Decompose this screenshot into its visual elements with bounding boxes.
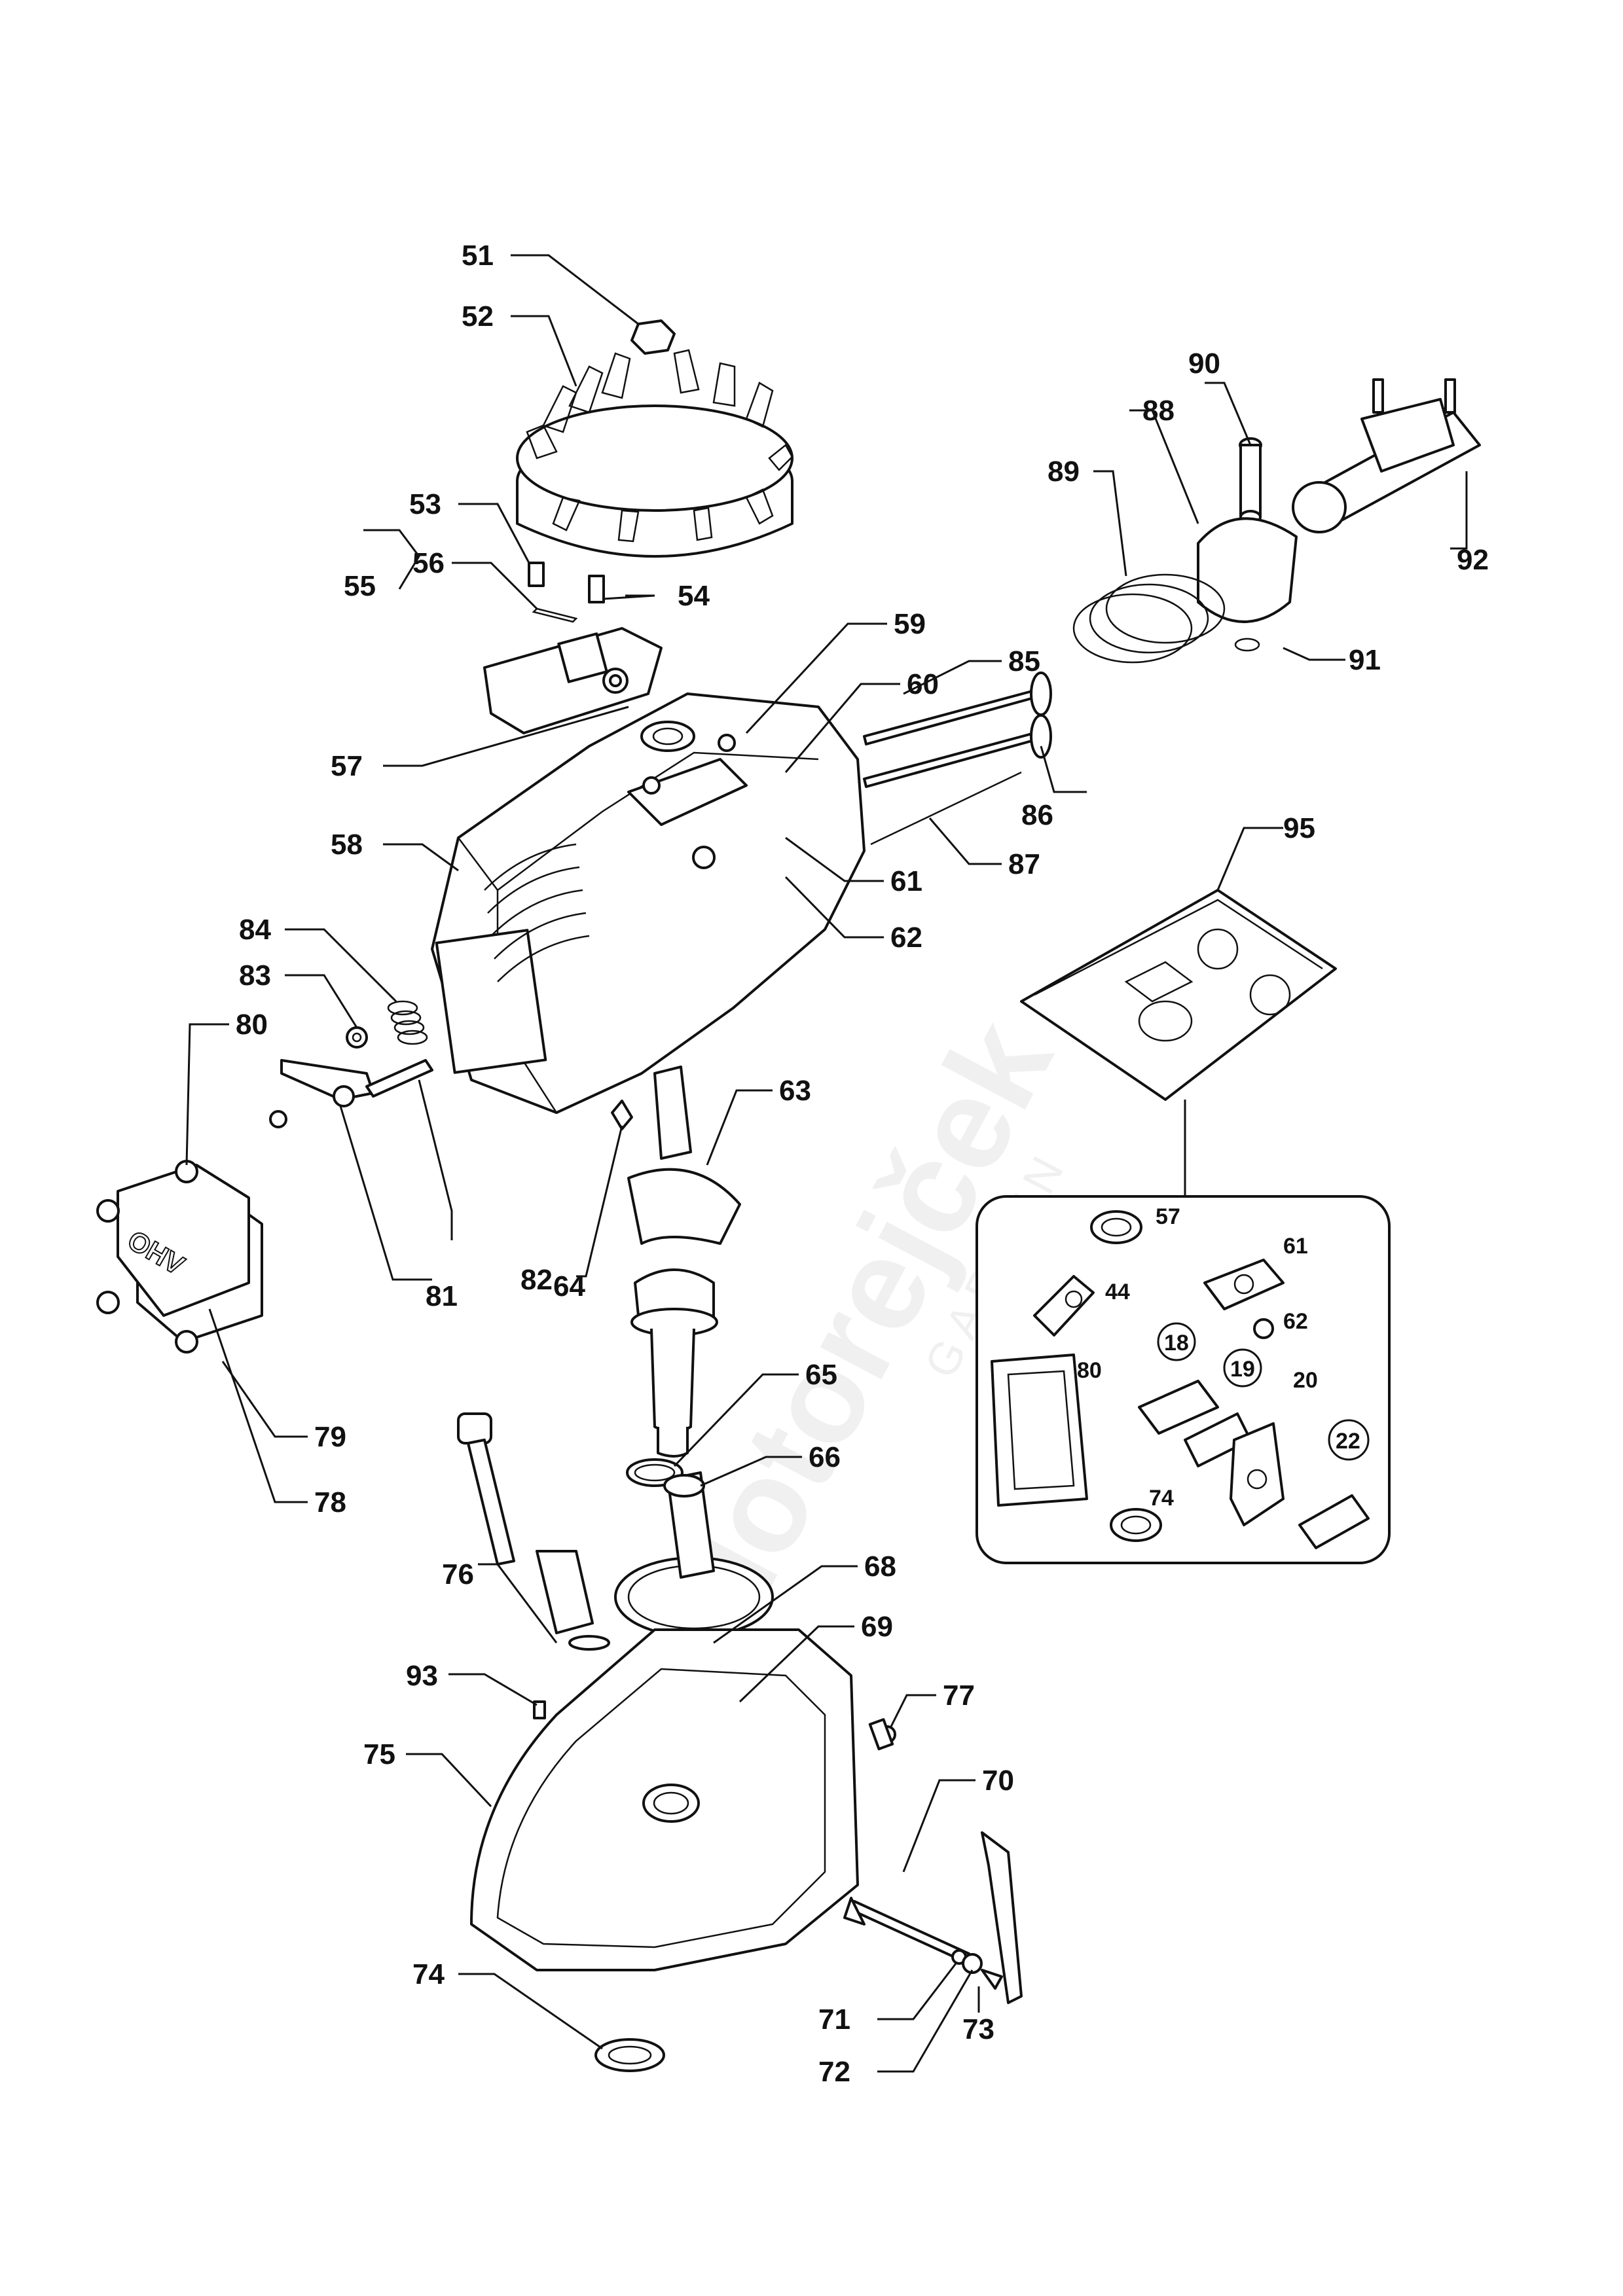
callout-78: 78 <box>314 1486 346 1518</box>
callout-63: 63 <box>779 1075 811 1107</box>
callout-87: 87 <box>1008 848 1040 880</box>
callout-81: 81 <box>426 1280 458 1312</box>
callout-60: 60 <box>907 668 939 700</box>
callout-90: 90 <box>1188 348 1220 380</box>
callout-65: 65 <box>805 1359 837 1391</box>
inset-label-57: 57 <box>1156 1204 1180 1229</box>
oil-seal <box>594 2038 665 2072</box>
inset-label-22: 22 <box>1336 1429 1360 1454</box>
leader-lines <box>185 254 1468 2073</box>
callout-95: 95 <box>1283 812 1315 844</box>
callout-69: 69 <box>861 1611 893 1643</box>
callout-55: 55 <box>344 570 376 602</box>
callout-51: 51 <box>462 240 494 272</box>
callout-52: 52 <box>462 300 494 332</box>
crankshaft <box>611 1066 741 1458</box>
callout-56: 56 <box>412 547 445 579</box>
inset-label-74: 74 <box>1149 1486 1174 1511</box>
callout-70: 70 <box>982 1765 1014 1797</box>
inset-label-62: 62 <box>1283 1309 1308 1334</box>
callout-89: 89 <box>1048 456 1080 488</box>
callout-72: 72 <box>818 2056 850 2088</box>
valves <box>863 672 1052 846</box>
callout-86: 86 <box>1021 799 1053 831</box>
callout-64: 64 <box>553 1270 585 1302</box>
inset-label-80: 80 <box>1077 1358 1102 1383</box>
callout-71: 71 <box>818 2003 850 2036</box>
cylinder-block <box>431 692 866 1114</box>
callout-58: 58 <box>331 829 363 861</box>
crankcase-cover <box>470 1628 896 1971</box>
callout-62: 62 <box>890 922 922 954</box>
callout-73: 73 <box>962 2013 994 2045</box>
callout-92: 92 <box>1457 544 1489 576</box>
flywheel <box>516 319 793 558</box>
inset-labels: 57 61 44 62 18 19 20 80 22 74 <box>1077 1204 1360 1511</box>
callout-80: 80 <box>236 1009 268 1041</box>
callout-68: 68 <box>864 1551 896 1583</box>
inset-label-44: 44 <box>1105 1280 1130 1304</box>
ignition-coil <box>483 562 663 734</box>
callout-79: 79 <box>314 1421 346 1453</box>
callout-85: 85 <box>1008 645 1040 677</box>
callout-91: 91 <box>1349 644 1381 676</box>
callout-83: 83 <box>239 960 271 992</box>
inset-label-61: 61 <box>1283 1234 1308 1259</box>
dipstick <box>457 1412 610 1651</box>
callout-82: 82 <box>520 1264 553 1296</box>
rocker-assembly <box>269 1000 433 1128</box>
callout-61: 61 <box>890 865 922 897</box>
callout-54: 54 <box>678 580 710 612</box>
callout-93: 93 <box>406 1660 438 1692</box>
governor-shaft <box>843 1831 1023 2004</box>
callout-75: 75 <box>363 1738 395 1770</box>
callout-66: 66 <box>809 1441 841 1473</box>
callout-77: 77 <box>943 1679 975 1712</box>
inset-label-19: 19 <box>1230 1357 1255 1382</box>
callout-84: 84 <box>239 914 271 946</box>
callout-59: 59 <box>894 608 926 640</box>
callout-57: 57 <box>331 750 363 782</box>
valve-cover: OHV <box>96 1160 263 1354</box>
piston-assembly <box>1072 378 1481 664</box>
callout-88: 88 <box>1142 395 1175 427</box>
inset-label-20: 20 <box>1293 1368 1318 1393</box>
callout-76: 76 <box>442 1558 474 1590</box>
gasket-kit-inset <box>976 1195 1391 1564</box>
inset-label-18: 18 <box>1164 1331 1189 1355</box>
callouts: 51 52 53 54 55 56 57 58 59 60 61 62 63 6… <box>236 240 1489 2088</box>
callout-53: 53 <box>409 488 441 520</box>
gasket-bag <box>1020 889 1337 1101</box>
callout-74: 74 <box>412 1958 445 1990</box>
